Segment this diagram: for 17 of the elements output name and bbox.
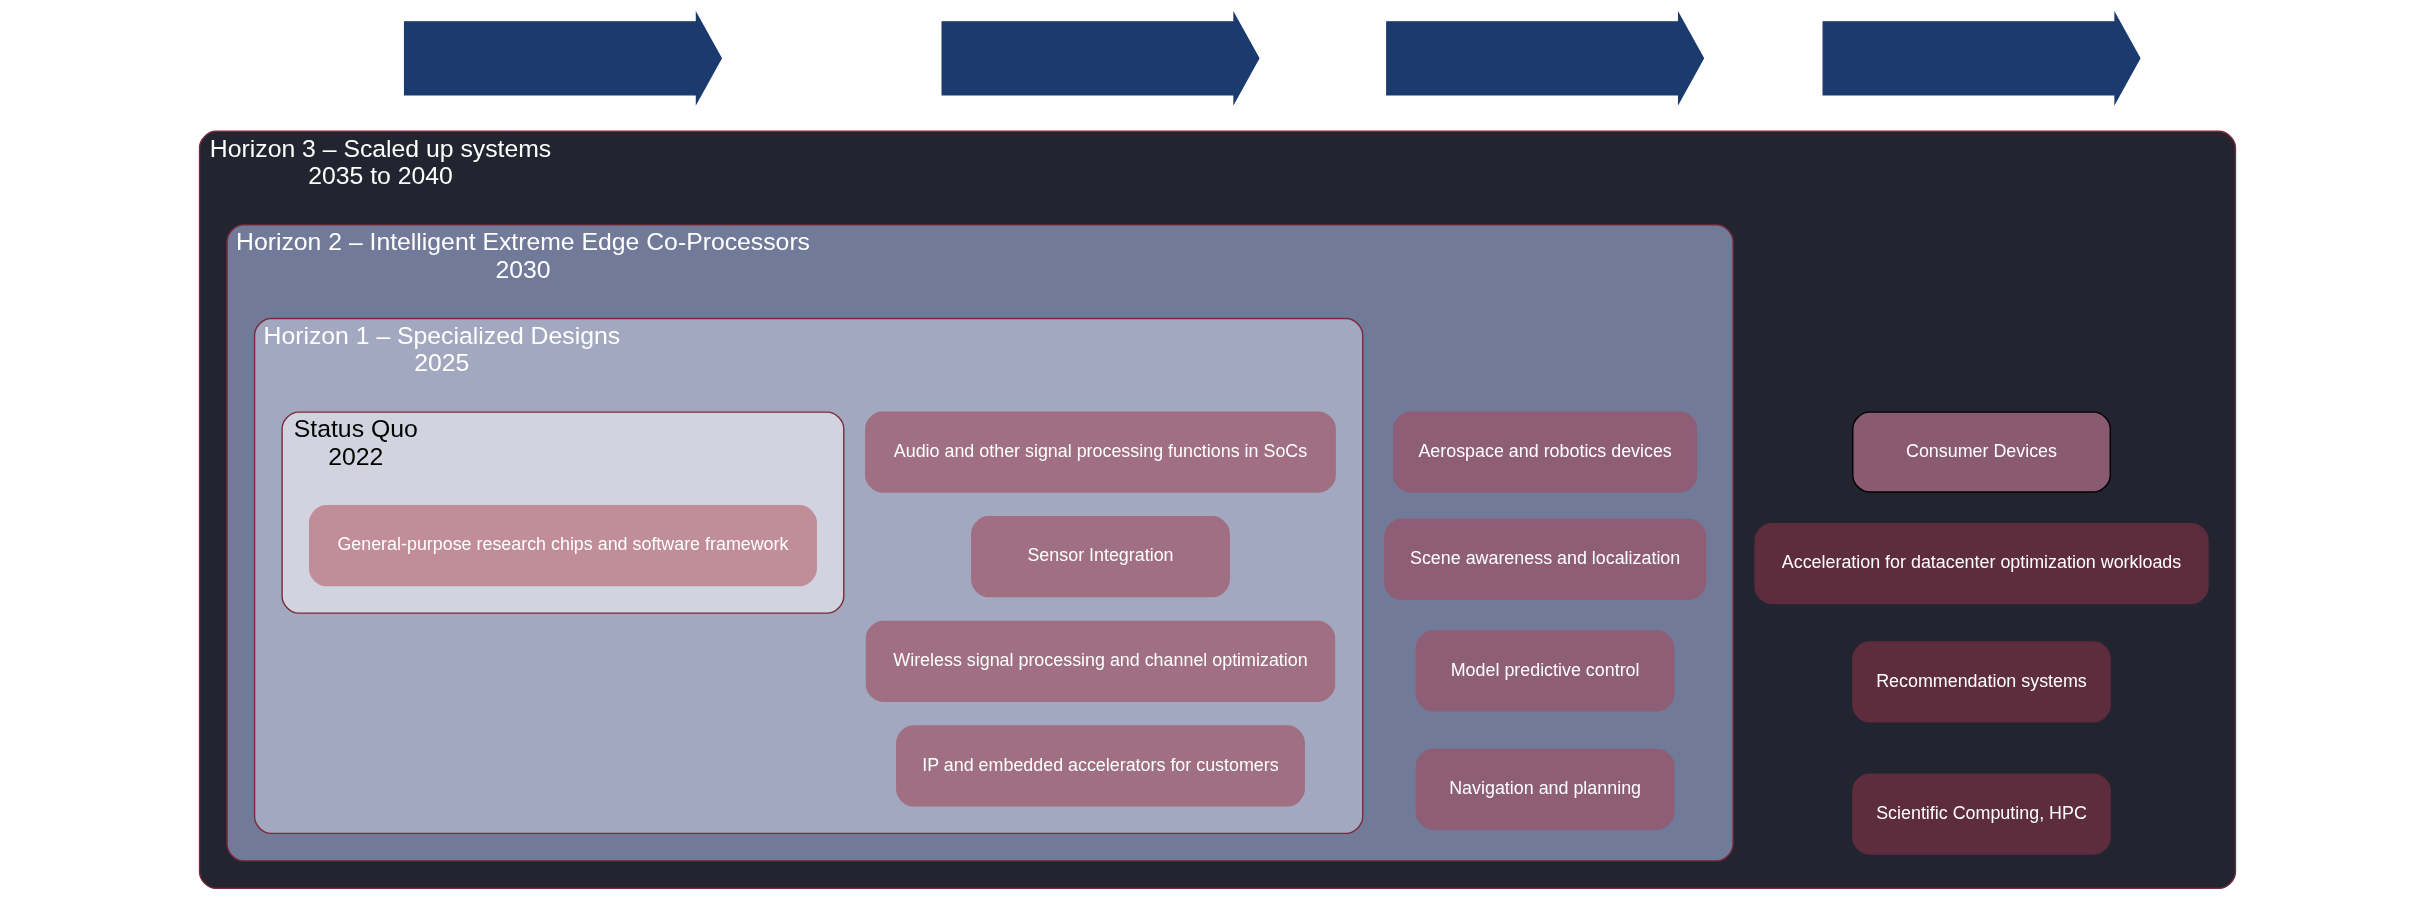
node-box: Acceleration for datacenter optimization workloads bbox=[1754, 522, 2209, 605]
node-box: Wireless signal processing and channel optimization bbox=[865, 620, 1336, 702]
node-arrow bbox=[941, 10, 1260, 106]
node-box: General-purpose research chips and software framework bbox=[308, 505, 817, 587]
node-box: Scene awareness and localization bbox=[1384, 518, 1707, 600]
node-arrow bbox=[1386, 10, 1705, 106]
node-box: Model predictive control bbox=[1415, 630, 1675, 712]
node-box: IP and embedded accelerators for customers bbox=[896, 725, 1305, 807]
node-box: Scientific Computing, HPC bbox=[1852, 773, 2111, 855]
node-box: Recommendation systems bbox=[1852, 641, 2111, 723]
node-box: Sensor Integration bbox=[971, 516, 1230, 598]
node-box: Navigation and planning bbox=[1415, 748, 1675, 830]
node-arrow bbox=[1822, 10, 2141, 106]
node-box: Audio and other signal processing functions in SoCs bbox=[865, 411, 1336, 493]
node-box: Consumer Devices bbox=[1852, 411, 2111, 493]
node-arrow bbox=[403, 10, 723, 106]
node-box: Aerospace and robotics devices bbox=[1393, 411, 1698, 493]
